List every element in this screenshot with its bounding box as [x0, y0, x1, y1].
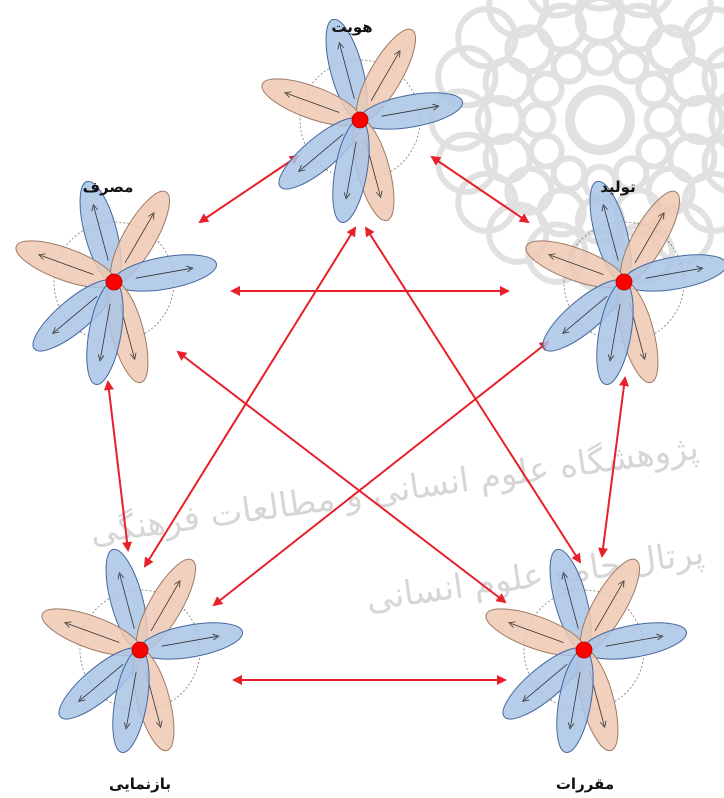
- node-label-identity: هویت: [331, 18, 372, 36]
- hub-dot: [576, 642, 592, 658]
- rosette-ring-2: [638, 74, 669, 105]
- node-identity: [257, 15, 465, 225]
- watermark-line-1: پژوهشگاه علوم انسانی و مطالعات فرهنگی: [88, 428, 701, 553]
- hub-dot: [132, 642, 148, 658]
- watermark-line-2: پرتال جامع علوم انسانی: [364, 533, 707, 620]
- rosette-ring-2: [554, 51, 585, 82]
- rosette-ring-2: [523, 105, 554, 136]
- node-label-regulation: مقررات: [556, 775, 614, 793]
- node-consumption: [11, 177, 219, 387]
- node-group: [11, 15, 724, 755]
- watermark-rosette-logo: [431, 0, 724, 289]
- rosette-ring-2: [585, 43, 616, 74]
- rosette-ring-2: [531, 136, 562, 167]
- hub-dot: [352, 112, 368, 128]
- node-label-production: تولید: [600, 178, 635, 196]
- hub-dot: [616, 274, 632, 290]
- rosette-core: [570, 90, 630, 150]
- node-label-representation: بازنمایی: [109, 775, 171, 793]
- node-representation: [37, 545, 245, 755]
- rosette-ring-2: [647, 105, 678, 136]
- hub-dot: [106, 274, 122, 290]
- node-label-consumption: مصرف: [83, 178, 134, 196]
